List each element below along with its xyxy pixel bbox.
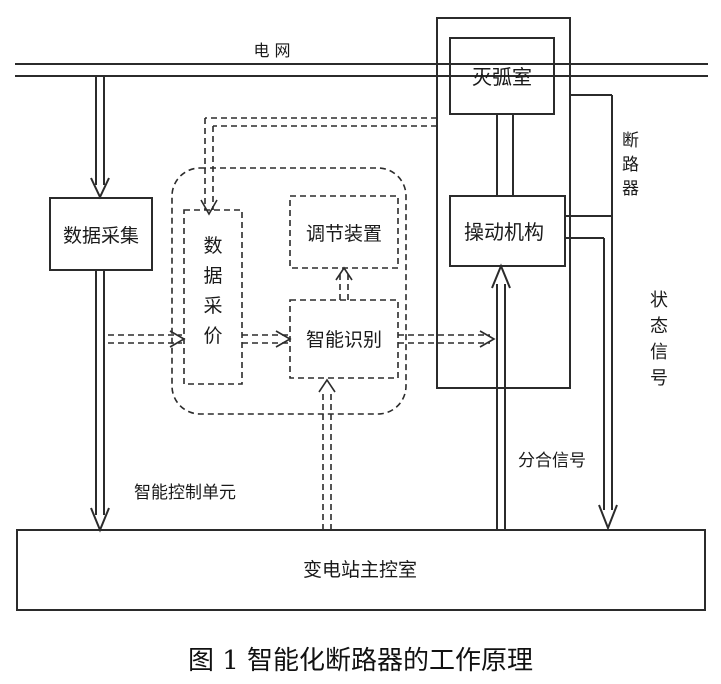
- status-signal-label-3: 信: [650, 342, 668, 363]
- intelligent-recognition-label: 智能识别: [306, 329, 382, 351]
- adjusting-device-label: 调节装置: [306, 223, 382, 245]
- grid-label: 电 网: [253, 41, 290, 60]
- acq-to-eval-arrowhead: [169, 330, 186, 348]
- recog-to-mech-arrowhead: [479, 330, 496, 348]
- open-close-signal-label: 分合信号: [518, 451, 586, 471]
- sub-to-recog-arrowhead: [318, 378, 336, 393]
- figure-caption: 图 1 智能化断路器的工作原理: [187, 646, 534, 676]
- eval-to-recog-arrowhead: [275, 330, 292, 348]
- substation-label: 变电站主控室: [303, 559, 417, 581]
- operating-mechanism-label: 操动机构: [464, 220, 544, 244]
- breaker-label-2: 路: [622, 155, 639, 175]
- intelligent-control-unit-label: 智能控制单元: [134, 483, 236, 503]
- recog-to-adjust-arrowhead: [335, 266, 353, 281]
- breaker-label-1: 断: [622, 131, 639, 151]
- breaker-label-3: 器: [622, 179, 639, 199]
- arc-chamber-box: [449, 37, 555, 115]
- acq-to-substation-arrow: [90, 507, 110, 533]
- data-evaluation-box: [183, 209, 243, 385]
- substation-box: [16, 529, 706, 611]
- data-acquisition-box: [49, 197, 153, 271]
- data-eval-label-4: 价: [203, 325, 222, 347]
- data-eval-label-2: 据: [203, 265, 222, 287]
- feedback-arrowhead: [200, 199, 218, 216]
- data-eval-label-1: 数: [203, 235, 222, 257]
- breaker-outer-box: [436, 17, 571, 389]
- status-signal-label-4: 号: [650, 368, 668, 389]
- openclose-arrow: [491, 263, 511, 289]
- status-signal-label-2: 态: [650, 316, 668, 337]
- arc-chamber-label: 灭弧室: [472, 65, 532, 89]
- grid-to-acq-arrow: [90, 177, 110, 200]
- data-acquisition-label: 数据采集: [63, 225, 139, 247]
- status-arrow: [598, 504, 618, 531]
- data-eval-label-3: 采: [203, 295, 222, 317]
- operating-mechanism-box: [449, 195, 566, 267]
- breaker-principle-diagram: 电 网 灭弧室 断 路 器 数据采集 数 据 采 价 调节装置 操动机构 智能识…: [15, 17, 708, 611]
- control-unit-boundary: [171, 167, 407, 415]
- status-signal-label-1: 状: [650, 290, 668, 311]
